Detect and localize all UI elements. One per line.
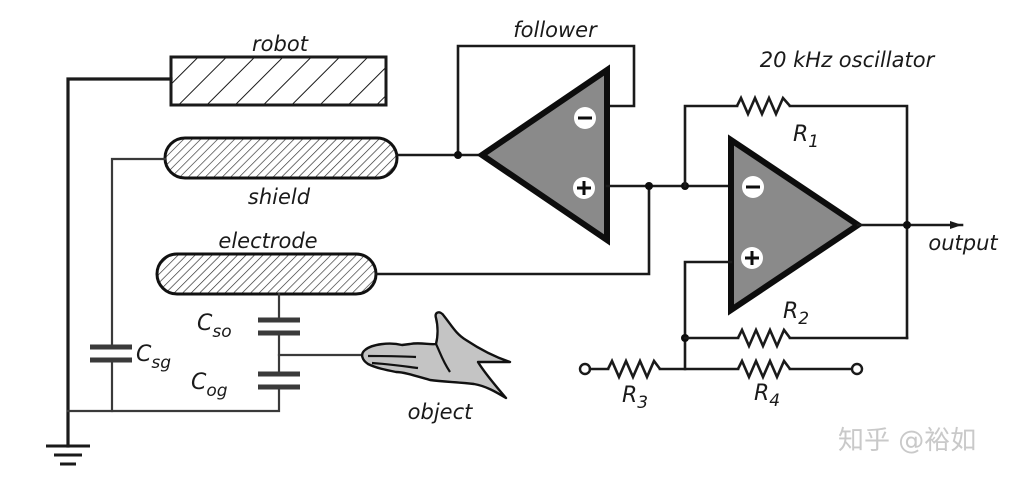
- follower-opamp: follower: [454, 18, 636, 246]
- electrode-junction-node: [645, 182, 653, 190]
- hand-object: object: [360, 311, 512, 424]
- resistor-r3: [606, 357, 662, 381]
- electrode-to-oscillator-wire: [374, 184, 651, 276]
- robot: robot: [169, 32, 388, 107]
- r3-label: R3: [622, 383, 648, 413]
- r1-label: R1: [793, 122, 819, 152]
- csg-label: Csg: [136, 342, 171, 373]
- shield-body: [163, 136, 399, 180]
- watermark: 知乎 @裕如: [838, 426, 976, 456]
- shield-label: shield: [248, 185, 311, 209]
- follower-triangle: [476, 64, 610, 246]
- r4-label: R4: [754, 381, 780, 411]
- follower-plus-icon: [573, 177, 595, 199]
- robot-label: robot: [252, 32, 309, 56]
- oscillator-triangle: [728, 134, 864, 316]
- robot-body: [169, 55, 388, 107]
- shield-to-csg-wire: [110, 157, 167, 347]
- capacitor-cog: Cog: [191, 370, 300, 401]
- oscillator-opamp: 20 kHz oscillator R1: [683, 48, 936, 340]
- oscillator-minus-icon: [742, 176, 764, 198]
- follower-feedback-wire: [456, 44, 636, 157]
- follower-input-node: [454, 151, 462, 159]
- electrode: electrode: [155, 229, 378, 296]
- cog-label: Cog: [191, 370, 228, 401]
- output-node: [903, 221, 911, 229]
- r1-left-wire: [683, 104, 739, 188]
- resistor-r4: [736, 357, 792, 381]
- oscillator-plus-icon: [741, 247, 763, 269]
- r1-right-wire: [788, 104, 909, 340]
- robot-ground-wire: [66, 77, 173, 448]
- resistor-r1: [735, 94, 791, 118]
- input-terminal-left: [578, 362, 592, 376]
- capacitor-cso: Cso: [197, 311, 300, 342]
- resistor-r2: [736, 326, 792, 350]
- electrode-body: [155, 252, 378, 296]
- cso-label: Cso: [197, 311, 232, 342]
- follower-label: follower: [513, 18, 598, 42]
- oscillator-label: 20 kHz oscillator: [760, 48, 936, 72]
- shield: shield: [163, 136, 399, 209]
- hand-icon: [360, 311, 512, 400]
- ground-return-wire: [66, 386, 281, 413]
- r2-label: R2: [783, 299, 809, 329]
- plus-input-wire: [683, 260, 733, 371]
- follower-minus-icon: [574, 107, 596, 129]
- electrode-label: electrode: [218, 229, 317, 253]
- input-terminal-right: [850, 362, 864, 376]
- object-label: object: [408, 400, 473, 424]
- capacitor-csg: Csg: [90, 342, 171, 413]
- ground-icon: [46, 444, 90, 466]
- output-label: output: [928, 231, 998, 255]
- output-arrow-icon: [950, 221, 962, 229]
